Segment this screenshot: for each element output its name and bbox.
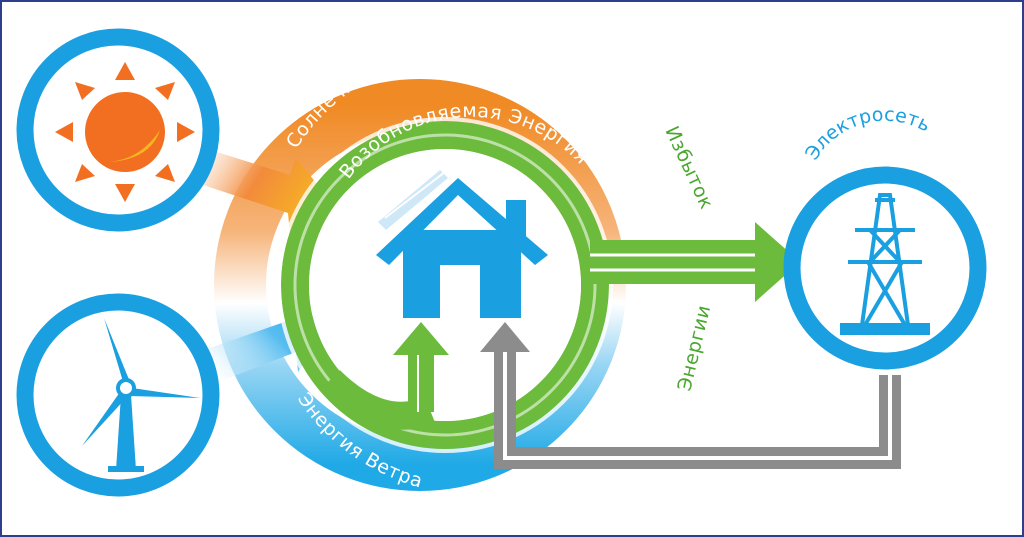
house-icon	[376, 170, 548, 318]
sun-node	[16, 28, 220, 232]
sun-icon	[55, 62, 195, 202]
wind-node	[16, 293, 220, 497]
label-surplus: Избыток	[660, 123, 717, 213]
grid-return-arrow	[480, 322, 901, 469]
label-grid: Электросеть	[801, 104, 934, 165]
self-supply-arrow	[320, 322, 449, 430]
label-energy: Энергии	[673, 303, 715, 393]
grid-node	[783, 166, 987, 370]
power-tower-icon	[840, 193, 930, 335]
wind-turbine-icon	[82, 318, 200, 472]
surplus-arrow	[590, 222, 800, 302]
